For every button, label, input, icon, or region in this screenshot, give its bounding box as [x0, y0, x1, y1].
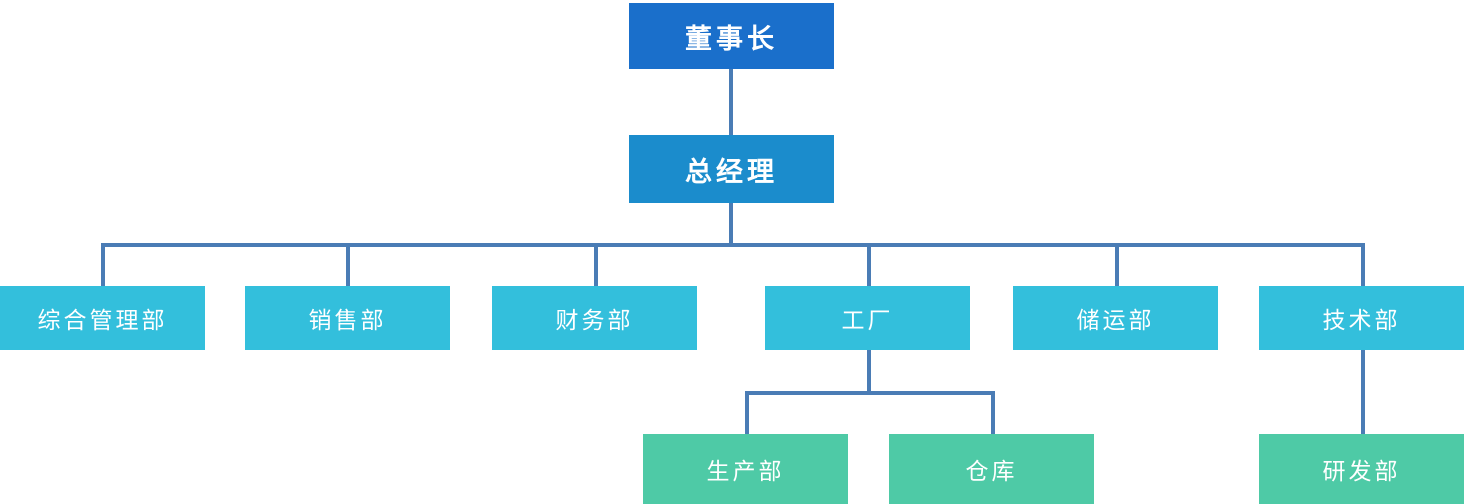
connector-gm-stem: [729, 203, 733, 247]
connector-chairman-to-gm: [729, 69, 733, 135]
node-warehouse[interactable]: 仓库: [889, 434, 1094, 504]
node-storage-transport-dept[interactable]: 储运部: [1013, 286, 1218, 350]
connector-factory-stem: [867, 350, 871, 395]
node-chairman[interactable]: 董事长: [629, 3, 834, 69]
connector-bus-to-admin-dept: [101, 243, 105, 287]
connector-bus-to-factory: [867, 243, 871, 287]
connector-bus-to-technology-dept: [1361, 243, 1365, 287]
connector-department-bus: [101, 243, 1365, 247]
connector-factory-to-warehouse: [991, 391, 995, 435]
connector-bus-to-sales-dept: [346, 243, 350, 287]
node-finance-dept[interactable]: 财务部: [492, 286, 697, 350]
node-sales-dept[interactable]: 销售部: [245, 286, 450, 350]
connector-bus-to-storage-transport-dept: [1115, 243, 1119, 287]
node-factory[interactable]: 工厂: [765, 286, 970, 350]
node-general-manager[interactable]: 总经理: [629, 135, 834, 203]
node-technology-dept[interactable]: 技术部: [1259, 286, 1464, 350]
node-admin-dept[interactable]: 综合管理部: [0, 286, 205, 350]
connector-factory-to-production-dept: [745, 391, 749, 435]
connector-bus-to-finance-dept: [594, 243, 598, 287]
connector-technology-dept-to-rnd-dept: [1361, 350, 1365, 435]
node-production-dept[interactable]: 生产部: [643, 434, 848, 504]
connector-factory-sub-bus: [745, 391, 995, 395]
node-rnd-dept[interactable]: 研发部: [1259, 434, 1464, 504]
